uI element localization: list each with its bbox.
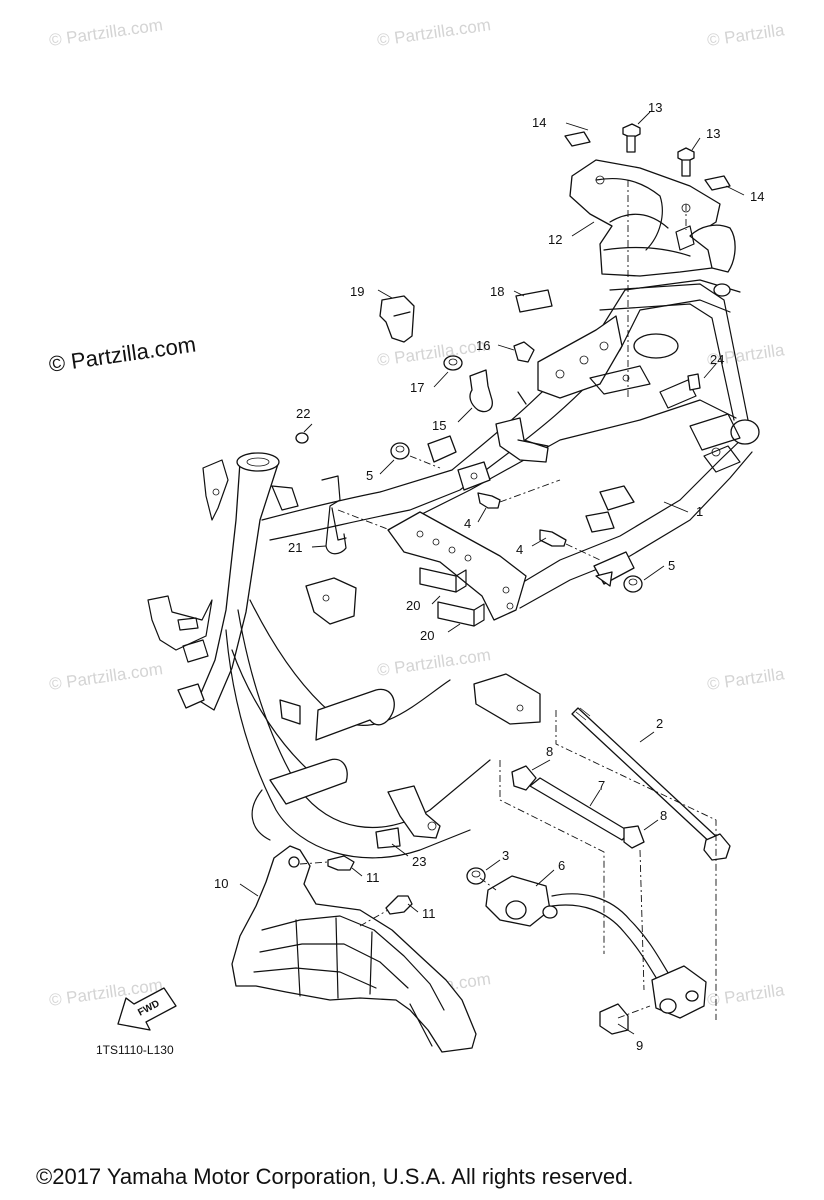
part-label: 5 [366,468,373,483]
part-label: 4 [516,542,523,557]
nut-3 [466,867,486,885]
part-labels: 1 2 3 4 4 5 5 6 7 8 8 9 10 11 11 12 13 1… [214,100,764,1053]
bolt-13-left [622,123,641,153]
collar-7 [529,777,631,841]
part-label: 17 [410,380,424,395]
part-label: 7 [598,778,605,793]
main-frame [147,279,760,859]
diagram-code: 1TS1110-L130 [96,1043,174,1057]
part-label: 12 [548,232,562,247]
part-label: 6 [558,858,565,873]
part-label: 13 [706,126,720,141]
bracket-19 [379,295,415,343]
part-label: 2 [656,716,663,731]
pad-14-right [704,175,731,191]
part-label: 20 [406,598,420,613]
watermark: © Partzilla [706,664,786,694]
clamp-15 [469,369,493,413]
part-label: 1 [696,504,703,519]
part-label: 4 [464,516,471,531]
bolt-4-lower [539,529,567,547]
partzilla-logo-text: © Partzilla.com [47,332,197,377]
fwd-arrow-icon: FWD [117,987,177,1031]
clip-16 [513,341,535,363]
pad-18 [515,289,553,313]
part-label: 21 [288,540,302,555]
part-label: 14 [750,189,764,204]
rear-inner-fender [569,159,736,277]
part-label: 11 [422,906,436,921]
part-label: 11 [366,870,380,885]
bolt-11-lower [385,895,413,915]
watermark: © Partzilla.com [48,15,164,50]
watermark: © Partzilla.com [376,645,492,680]
bolt-11-upper [327,855,355,871]
copyright-notice: ©2017 Yamaha Motor Corporation, U.S.A. A… [36,1164,633,1189]
leader-lines [239,111,745,1035]
watermark: © Partzilla.com [376,335,492,370]
nut-5-lower [623,575,643,593]
bolt-13-right [677,147,695,177]
nut-22 [295,432,309,444]
part-label: 8 [660,808,667,823]
part-label: 8 [546,744,553,759]
part-label: 13 [648,100,662,115]
bushing-8-upper [511,765,537,791]
watermark: © Partzilla [706,20,786,50]
watermark: © Partzilla.com [48,659,164,694]
part-label: 10 [214,876,228,891]
bolt-24 [687,373,701,391]
part-label: 9 [636,1038,643,1053]
part-label: 24 [710,352,724,367]
part-label: 19 [350,284,364,299]
nut-5-upper [390,442,410,460]
nut-17 [443,355,463,371]
part-label: 23 [412,854,426,869]
block-9 [599,1003,629,1035]
link-arm-6 [485,875,707,1019]
pad-23 [375,827,401,849]
part-label: 20 [420,628,434,643]
bolt-4-upper [477,492,501,509]
bushing-8-lower [623,825,645,849]
part-label: 18 [490,284,504,299]
part-label: 22 [296,406,310,421]
watermark: © Partzilla [706,980,786,1010]
assembly-lines [337,180,717,1020]
part-label: 16 [476,338,490,353]
hook-21 [321,475,347,555]
part-label: 3 [502,848,509,863]
under-cover-10 [231,845,477,1053]
pad-14-left [564,131,591,147]
part-label: 5 [668,558,675,573]
part-label: 15 [432,418,446,433]
shaft-2 [571,707,731,861]
part-label: 14 [532,115,546,130]
watermark: © Partzilla.com [376,15,492,50]
